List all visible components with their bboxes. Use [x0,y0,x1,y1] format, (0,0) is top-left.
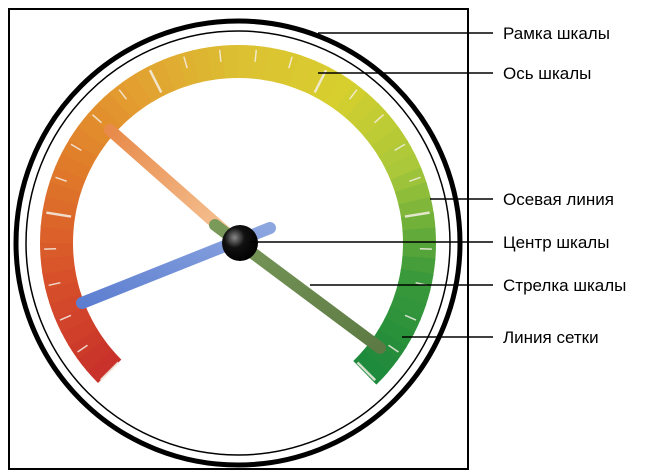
scale-band-segment [67,327,105,360]
minor-tick [254,49,258,62]
scale-band-segment [39,240,74,259]
scale-band-segment [394,281,431,307]
minor-tick [348,89,358,100]
scale-band-segment [334,82,369,119]
callout-axis-label: Ось шкалы [503,64,591,83]
scale-band-segment [384,306,421,335]
scale-band-segment [345,92,380,128]
scale-ticks [44,49,432,382]
scale-band-segment [40,254,76,274]
scale-band-segment [42,194,79,218]
scale-band-segment [402,243,436,261]
minor-tick [183,56,188,69]
callout-frame-label: Рамка шкалы [503,24,610,43]
gauge-center-hub [222,225,258,261]
scale-band-segment [390,167,428,194]
scale-band-segment [378,139,416,170]
scale-band-segment [162,53,189,91]
scale-band-segment [353,350,389,385]
callout-needle-label: Стрелка шкалы [503,276,626,295]
scale-band-segment [55,151,92,180]
minor-tick [70,143,82,152]
scale-band-segment [76,338,113,372]
scale-band-segment [263,47,287,84]
minor-tick [408,176,421,183]
minor-tick [288,56,293,69]
major-tick [356,361,377,382]
callout-grid-line-label: Линия сетки [503,328,599,347]
scale-band-segment [238,45,256,79]
scale-band-segment [377,317,415,349]
major-tick [313,69,328,93]
scale-band-segment [97,90,133,127]
major-tick [404,211,430,218]
scale-band-segment [40,225,74,243]
scale-band-segment [354,102,391,138]
major-tick [99,361,120,382]
major-tick [46,211,72,218]
callout-center-label: Центр шкалы [503,233,609,252]
minor-tick [48,281,61,287]
scale-band-segment [148,59,177,96]
scale-band-segment [371,126,409,159]
scale-band-segment [77,112,114,147]
gauge-inner-ring [25,30,451,456]
minor-tick [77,344,88,353]
scale-band [39,45,436,385]
callout-axis-line-label: Осевая линия [503,190,614,209]
major-tick [148,69,163,93]
minor-tick [404,314,417,321]
scale-band-segment [222,45,241,79]
scale-band-segment [385,153,422,182]
scale-band-segment [60,316,98,347]
scale-band-segment [397,268,434,292]
minor-tick [59,314,72,321]
scale-band-segment [85,348,122,384]
scale-band-segment [54,304,91,333]
scale-band-segment [121,72,154,110]
scale-band-segment [276,50,302,87]
scale-band-segment [301,60,330,97]
minor-tick [218,49,222,62]
scale-band-segment [389,293,427,321]
scale-band-segment [288,54,316,92]
minor-tick [118,89,128,100]
scale-band-segment [69,124,106,157]
minor-tick [55,176,68,183]
scale-band-segment [45,179,82,205]
scale-band-segment [363,114,400,148]
scale-band-segment [324,74,357,111]
scale-band-segment [48,292,86,319]
scale-band-segment [312,66,344,104]
minor-tick [91,114,102,124]
scale-band-segment [402,227,436,246]
scale-band-segment [134,65,165,103]
minor-tick [374,114,385,124]
scale-band-segment [207,45,227,81]
minor-tick [388,344,399,353]
minor-tick [394,143,406,152]
scale-band-segment [49,165,87,193]
scale-band-segment [61,137,99,169]
